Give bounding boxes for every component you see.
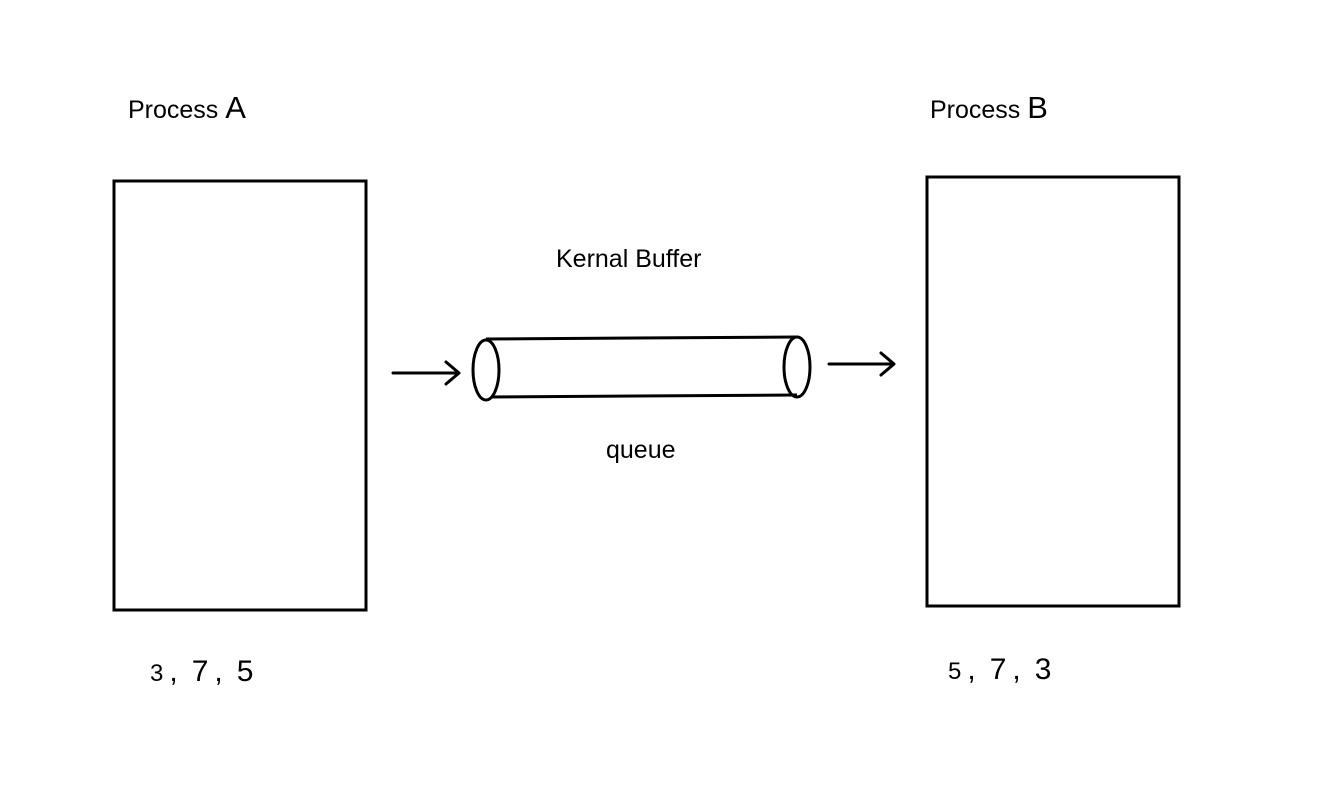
sequence-item: 3 (1034, 653, 1052, 686)
sequence-item: 5 (948, 658, 962, 685)
sequence-item: 5 (236, 655, 254, 688)
process-a-title-prefix: Process (128, 96, 219, 124)
sequence-separator: , (169, 655, 178, 688)
process-b-sequence: 5,7,3 (948, 655, 1051, 685)
sequence-item: 7 (191, 655, 209, 688)
sequence-separator: , (967, 653, 976, 686)
process-b-title: Process B (930, 92, 1048, 123)
process-b-title-letter: B (1027, 90, 1048, 125)
sequence-separator: , (1012, 653, 1021, 686)
process-a-sequence: 3,7,5 (150, 657, 253, 687)
process-a-title: Process A (128, 92, 246, 123)
cylinder-left-end (471, 338, 501, 402)
buffer-title: Kernal Buffer (556, 245, 702, 273)
sequence-item: 7 (989, 653, 1007, 686)
cylinder-right-end (782, 335, 812, 399)
process-b-title-prefix: Process (930, 96, 1021, 124)
arrow-out-of-buffer (827, 351, 896, 377)
process-b-box (925, 175, 1181, 608)
process-a-title-letter: A (225, 90, 246, 125)
sequence-item: 3 (150, 660, 164, 687)
sequence-separator: , (214, 655, 223, 688)
process-a-box (112, 179, 368, 612)
kernel-buffer-cylinder (471, 335, 812, 402)
buffer-caption: queue (606, 436, 676, 464)
arrow-into-buffer (391, 360, 461, 386)
